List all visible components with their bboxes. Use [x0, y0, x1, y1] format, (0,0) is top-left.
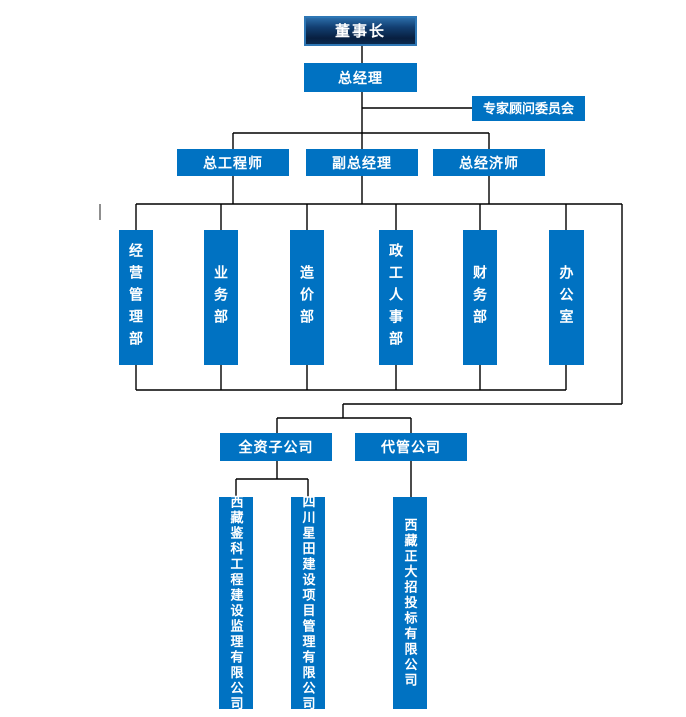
node-label: 财务部 [472, 264, 488, 331]
node-label: 西藏鉴科工程建设监理有限公司 [228, 494, 244, 712]
node-chief-engineer: 总工程师 [177, 149, 289, 176]
node-general-manager: 总经理 [304, 63, 417, 92]
dept-office: 办公室 [549, 230, 584, 365]
company-tibet-jianke-supervision: 西藏鉴科工程建设监理有限公司 [219, 494, 253, 712]
dept-business: 业务部 [204, 230, 238, 365]
dept-finance: 财务部 [463, 230, 497, 365]
node-label: 专家顾问委员会 [482, 101, 574, 116]
node-label: 办公室 [558, 264, 575, 331]
node-chief-economist: 总经济师 [433, 149, 545, 176]
node-label: 业务部 [213, 264, 229, 331]
dept-cost-estimation: 造价部 [290, 230, 324, 365]
dept-business-management: 经营管理部 [119, 230, 153, 365]
node-label: 副总经理 [332, 154, 392, 171]
company-tibet-zhengda-bidding: 西藏正大招投标有限公司 [393, 497, 427, 709]
company-sichuan-xingtian-management: 四川星田建设项目管理有限公司 [291, 494, 325, 712]
node-label: 造价部 [299, 264, 315, 331]
node-label: 总经济师 [459, 154, 519, 171]
dept-political-personnel: 政工人事部 [379, 230, 413, 365]
node-deputy-general-manager: 副总经理 [306, 149, 418, 176]
node-expert-advisory-committee: 专家顾问委员会 [472, 96, 585, 121]
node-label: 西藏正大招投标有限公司 [402, 517, 418, 689]
node-wholly-owned-subsidiaries: 全资子公司 [220, 433, 332, 461]
stray-mark [99, 204, 101, 220]
node-label: 经营管理部 [128, 242, 144, 353]
node-chairman: 董事长 [304, 16, 417, 46]
node-label: 代管公司 [381, 439, 441, 455]
node-managed-companies: 代管公司 [355, 433, 467, 461]
node-label: 总工程师 [203, 154, 263, 171]
node-label: 政工人事部 [388, 242, 404, 353]
node-label: 董事长 [334, 22, 386, 40]
node-label: 全资子公司 [238, 439, 314, 455]
node-label: 四川星田建设项目管理有限公司 [300, 494, 316, 712]
node-label: 总经理 [338, 69, 383, 86]
